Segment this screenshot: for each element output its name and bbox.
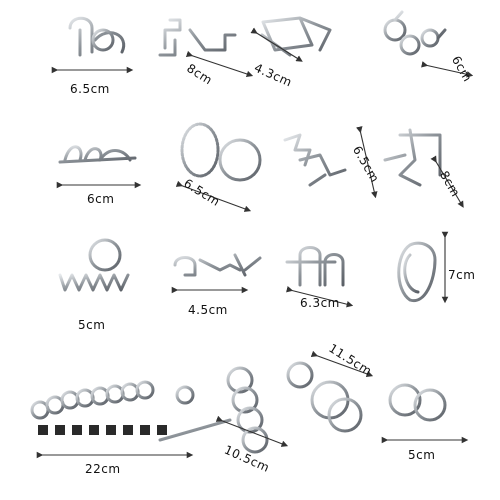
puzzle-14 [158, 366, 269, 454]
dim-arrow-7 [356, 126, 378, 199]
puzzle-3 [260, 16, 332, 57]
puzzle-13-beads [38, 425, 167, 435]
puzzle-1 [60, 16, 126, 57]
dim-arrow-3 [250, 27, 303, 62]
puzzle-9 [58, 238, 130, 292]
dim-label-10: 4.5cm [188, 303, 228, 317]
puzzle-16 [388, 383, 447, 422]
dim-label-11: 6.3cm [300, 296, 340, 310]
puzzle-4 [383, 10, 447, 56]
puzzle-6 [180, 122, 262, 182]
dim-arrow-2 [185, 50, 254, 78]
puzzle-5 [58, 145, 137, 164]
puzzle-15 [286, 361, 363, 433]
dim-arrow-4 [421, 61, 474, 78]
dim-label-13: 22cm [85, 462, 121, 476]
puzzle-11 [285, 246, 345, 287]
dim-label-5: 6cm [87, 192, 115, 206]
puzzle-8 [383, 128, 442, 187]
dim-label-1: 6.5cm [70, 82, 110, 96]
puzzle-7 [283, 133, 347, 187]
dim-arrow-8 [430, 155, 464, 208]
puzzle-2 [158, 18, 237, 57]
puzzle-13 [30, 380, 197, 420]
puzzle-12 [397, 241, 437, 303]
dim-arrow-13 [215, 415, 289, 447]
dim-arrow-10 [285, 285, 354, 308]
dim-label-12: 7cm [448, 268, 476, 282]
dim-arrow-14 [310, 350, 374, 377]
puzzle-10 [173, 253, 262, 277]
dim-label-9: 5cm [78, 318, 106, 332]
dim-arrow-6 [175, 180, 252, 212]
dim-label-16: 5cm [408, 448, 436, 462]
